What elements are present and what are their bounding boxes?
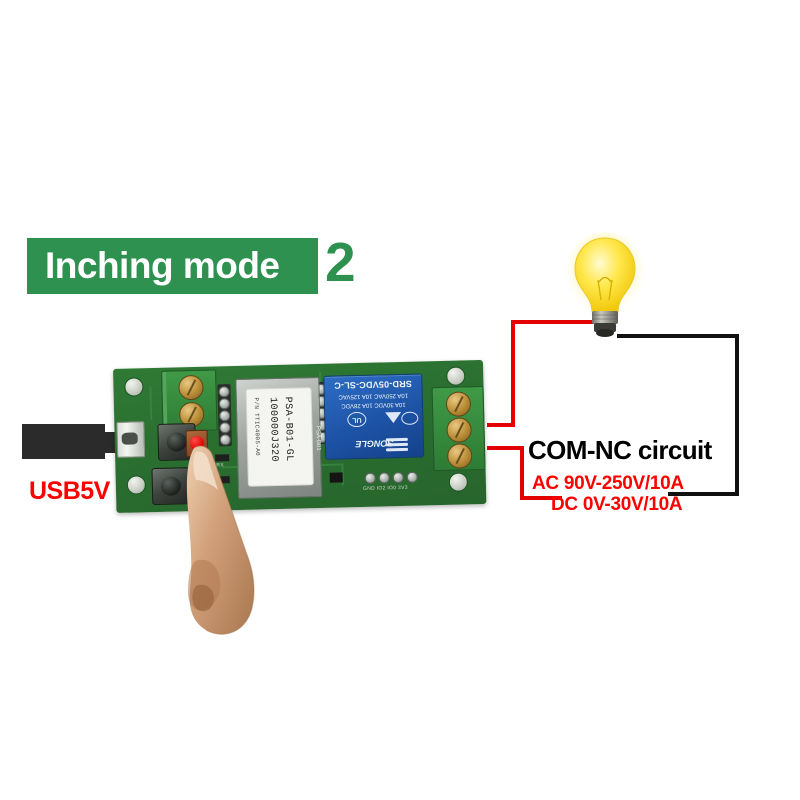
black-wire-segment-h2 xyxy=(668,492,739,496)
circuit-spec-ac-label: AC 90V-250V/10A xyxy=(532,473,684,494)
mode-number: 2 xyxy=(325,231,356,293)
circuit-spec-dc-label: DC 0V-30V/10A xyxy=(551,494,683,515)
red-wire-segment-h4 xyxy=(520,496,562,500)
relay-rating-ac: 10A 250VAC 10A 125VAC xyxy=(338,391,409,400)
usb-power-label: USB5V xyxy=(29,477,110,505)
output-terminal-block[interactable] xyxy=(431,385,486,472)
pointing-hand xyxy=(160,440,310,640)
triangle-mark-icon xyxy=(385,411,402,424)
black-wire-segment-h1 xyxy=(617,334,739,338)
red-wire-segment-h1 xyxy=(487,423,515,427)
relay-model-text: SRD-05VDC-SL-C xyxy=(333,378,412,391)
silkscreen-prog-header: GND IO2 IO0 3V3 xyxy=(362,484,408,492)
relay: SRD-05VDC-SL-C 10A 250VAC 10A 125VAC 10A… xyxy=(323,373,425,460)
micro-usb-port[interactable] xyxy=(116,421,146,458)
terminal-screw-com[interactable] xyxy=(446,417,472,443)
red-wire-segment-h2 xyxy=(511,320,594,324)
smd-component xyxy=(329,472,343,483)
title-banner-label: Inching mode xyxy=(45,245,280,286)
light-bulb xyxy=(565,232,645,342)
circuit-title-label: COM-NC circuit xyxy=(528,435,712,465)
red-wire-segment-v1 xyxy=(511,320,515,427)
usb-cable xyxy=(22,424,105,459)
red-wire-segment-v2 xyxy=(520,446,524,500)
relay-logo-icon xyxy=(385,437,409,452)
relay-rating-dc: 10A 30VDC 10A 28VDC xyxy=(341,400,406,409)
silkscreen-wifi-side: PSA-B01 xyxy=(314,425,322,451)
title-banner: Inching mode xyxy=(27,238,318,294)
black-wire-segment-v1 xyxy=(735,334,739,496)
micro-usb-slot xyxy=(121,432,138,445)
ul-mark-icon: UL xyxy=(347,411,367,428)
terminal-screw-no[interactable] xyxy=(446,443,473,469)
red-wire-segment-h3 xyxy=(487,446,524,450)
ce-mark-icon xyxy=(401,411,419,425)
terminal-screw-nc[interactable] xyxy=(445,391,472,417)
